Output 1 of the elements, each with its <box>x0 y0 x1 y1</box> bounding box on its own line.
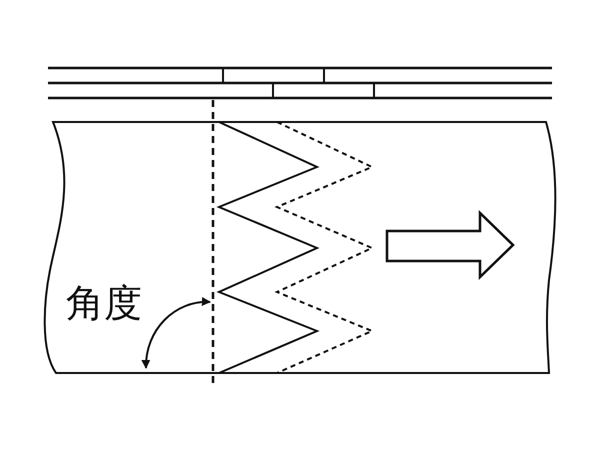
angle-label: 角度 <box>66 284 142 322</box>
